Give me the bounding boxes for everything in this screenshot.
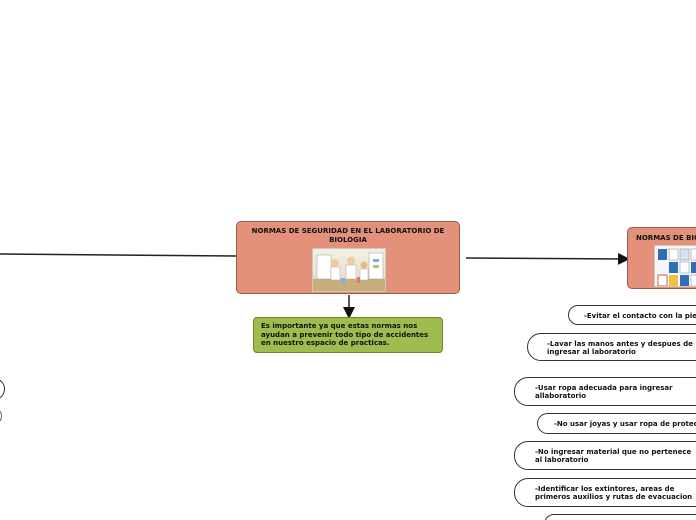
rule-item[interactable]: -No usar joyas y usar ropa de protecc <box>537 413 696 434</box>
main-topic-node[interactable]: NORMAS DE SEGURIDAD EN EL LABORATORIO DE… <box>236 221 460 294</box>
right-topic-node[interactable]: NORMAS DE BIO <box>627 227 696 289</box>
laboratory-illustration <box>312 248 386 292</box>
right-connector <box>465 252 630 265</box>
rule-item[interactable]: -No ingresar material que no pertenece a… <box>514 441 696 470</box>
rule-item-partial[interactable] <box>544 514 696 520</box>
rule-text: -Identificar los extintores, areas de pr… <box>535 485 693 501</box>
rule-text: -Lavar las manos antes y despues de ingr… <box>547 340 693 356</box>
main-topic-title: NORMAS DE SEGURIDAD EN EL LABORATORIO DE… <box>251 227 445 244</box>
right-topic-title: NORMAS DE BIO <box>636 234 696 242</box>
rule-item[interactable]: -Evitar el contacto con la pie <box>568 305 696 325</box>
rule-item[interactable]: -Usar ropa adecuada para ingresar allabo… <box>514 377 696 406</box>
rule-text: -Usar ropa adecuada para ingresar allabo… <box>535 384 673 400</box>
rule-text: -No usar joyas y usar ropa de protecc <box>554 420 696 428</box>
importance-note[interactable]: Es importante ya que estas normas nos ay… <box>253 317 443 353</box>
rule-item[interactable]: -Identificar los extintores, areas de pr… <box>514 478 696 507</box>
rule-item[interactable]: -Lavar las manos antes y despues de ingr… <box>527 333 696 361</box>
safety-icons-illustration <box>654 245 696 287</box>
rule-text: -Evitar el contacto con la pie <box>584 312 696 320</box>
rule-text: -No ingresar material que no pertenece a… <box>535 448 692 464</box>
left-connector <box>0 253 237 257</box>
